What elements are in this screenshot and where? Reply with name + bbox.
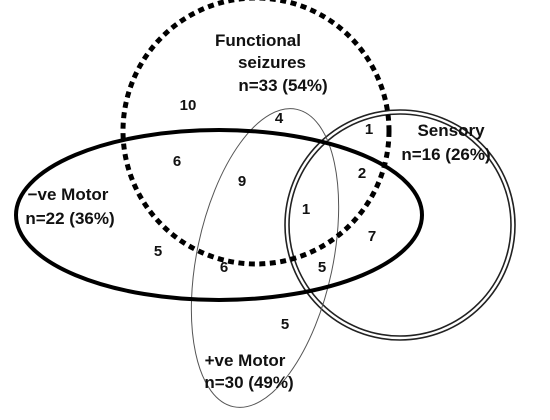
pos-motor-set-outline — [190, 108, 340, 408]
neg-motor-label: −ve Motor — [28, 185, 109, 204]
functional-stats: n=33 (54%) — [238, 76, 327, 95]
sensory-label: Sensory — [417, 121, 485, 140]
count-pos-motor-only: 5 — [281, 316, 289, 333]
count-functional-sensory: 1 — [365, 121, 373, 138]
sensory-set-outline-inner — [288, 113, 512, 337]
count-neg-pos-motor: 6 — [220, 259, 228, 276]
count-functional-only: 10 — [180, 97, 197, 114]
sensory-stats: n=16 (26%) — [401, 145, 490, 164]
neg-motor-stats: n=22 (36%) — [25, 209, 114, 228]
count-functional-neg-motor: 6 — [173, 153, 181, 170]
neg-motor-set-outline — [14, 128, 424, 302]
sensory-set-outline-outer — [284, 109, 516, 341]
count-all-four: 1 — [302, 201, 310, 218]
functional-label-line1: Functional — [215, 31, 301, 50]
functional-set-outline — [120, 0, 392, 267]
count-functional-neg-pos-motor: 9 — [238, 173, 246, 190]
count-functional-pos-motor: 4 — [275, 110, 284, 127]
pos-motor-label: +ve Motor — [205, 351, 286, 370]
functional-label-line2: seizures — [238, 53, 306, 72]
count-sensory-only: 7 — [368, 228, 376, 245]
count-neg-pos-sensory: 5 — [318, 259, 326, 276]
count-neg-motor-only: 5 — [154, 243, 162, 260]
pos-motor-stats: n=30 (49%) — [204, 373, 293, 392]
count-functional-neg-pos-sensory: 2 — [358, 165, 366, 182]
